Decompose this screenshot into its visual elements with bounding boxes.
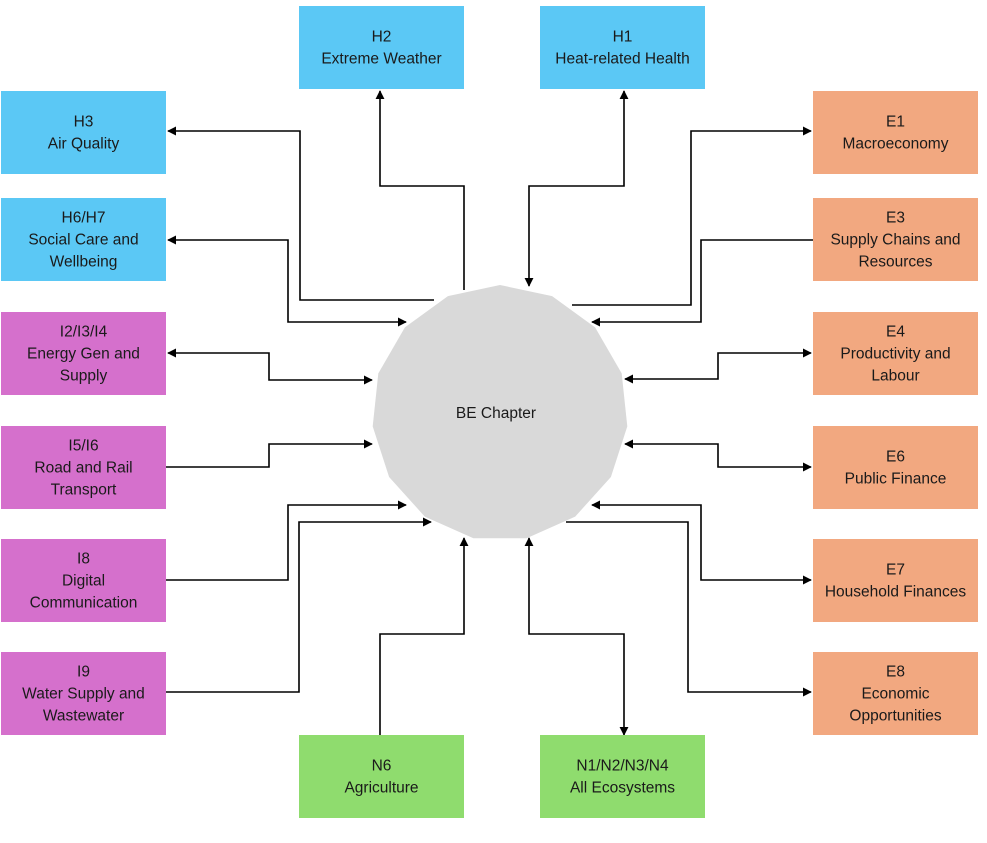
node-label-line: Extreme Weather xyxy=(321,51,441,68)
connector-e7 xyxy=(592,504,812,585)
node-label-line: Water Supply and xyxy=(22,686,145,703)
node-label-line: Resources xyxy=(858,254,932,271)
node-label-line: Public Finance xyxy=(845,471,947,488)
node-label-line: E4 xyxy=(886,324,905,341)
node-box xyxy=(1,426,166,509)
node-label-line: Macroeconomy xyxy=(843,136,949,153)
node-label-line: Air Quality xyxy=(48,136,120,153)
connector-layer xyxy=(166,90,813,736)
node-label-line: Household Finances xyxy=(825,584,967,601)
connector-i5 xyxy=(166,439,373,468)
node-label-line: H1 xyxy=(613,29,633,46)
node-label-line: H2 xyxy=(372,29,392,46)
node-label-line: I9 xyxy=(77,664,90,681)
node-label-line: H3 xyxy=(74,114,94,131)
node-box xyxy=(540,735,705,818)
connector-e6 xyxy=(625,443,812,472)
connector-i2 xyxy=(167,348,372,381)
connector-e8 xyxy=(566,521,812,697)
node-label-line: Heat-related Health xyxy=(555,51,689,68)
node-label-line: N6 xyxy=(372,758,392,775)
node-label-line: Wastewater xyxy=(43,708,124,725)
node-label-line: Economic xyxy=(861,686,929,703)
node-label-line: Opportunities xyxy=(849,708,941,725)
node-label-line: I5/I6 xyxy=(68,438,98,455)
node-label-line: Productivity and xyxy=(840,346,950,363)
connector-i2-start-arrow xyxy=(363,375,373,385)
connector-h6 xyxy=(167,235,406,323)
node-label-line: E1 xyxy=(886,114,905,131)
node-label-line: E3 xyxy=(886,210,905,227)
node-label-line: I8 xyxy=(77,551,90,568)
node-box xyxy=(1,539,166,622)
connector-h6-start-arrow xyxy=(397,317,407,327)
node-label-line: Labour xyxy=(871,368,919,385)
connector-e1 xyxy=(572,126,812,306)
node-box xyxy=(1,91,166,174)
node-label-line: All Ecosystems xyxy=(570,780,675,797)
node-box xyxy=(299,6,464,89)
node-label-line: E7 xyxy=(886,562,905,579)
node-box xyxy=(813,539,978,622)
center-polygon xyxy=(372,285,628,539)
node-label-line: E8 xyxy=(886,664,905,681)
node-label-line: Communication xyxy=(30,595,138,612)
node-label-line: N1/N2/N3/N4 xyxy=(576,758,669,775)
connector-e3 xyxy=(591,239,813,327)
node-label-line: Wellbeing xyxy=(50,254,118,271)
connector-h1-start-arrow xyxy=(524,277,534,287)
node-label-line: I2/I3/I4 xyxy=(60,324,108,341)
node-label-line: Digital xyxy=(62,573,105,590)
connector-n1-start-arrow xyxy=(524,537,534,547)
node-box xyxy=(813,652,978,735)
node-label-line: Supply xyxy=(60,368,108,385)
node-label-line: Energy Gen and xyxy=(27,346,140,363)
node-box xyxy=(813,426,978,509)
node-box xyxy=(813,198,978,281)
node-label-line: H6/H7 xyxy=(62,210,106,227)
node-box xyxy=(299,735,464,818)
node-label-line: Social Care and xyxy=(28,232,138,249)
center-label: BE Chapter xyxy=(456,405,536,422)
node-box xyxy=(1,652,166,735)
node-box xyxy=(813,91,978,174)
node-box xyxy=(1,312,166,395)
node-label-line: Road and Rail xyxy=(34,460,132,477)
node-label-line: Transport xyxy=(51,482,117,499)
connector-h2 xyxy=(375,90,465,290)
node-box xyxy=(813,312,978,395)
connector-i9 xyxy=(166,517,432,693)
node-label-line: Supply Chains and xyxy=(830,232,960,249)
node-label-line: Agriculture xyxy=(344,780,418,797)
connector-i8 xyxy=(166,500,407,581)
node-box xyxy=(540,6,705,89)
connector-h1 xyxy=(528,90,629,286)
connector-e4 xyxy=(625,348,812,380)
center-node: BE Chapter xyxy=(372,285,628,539)
node-box xyxy=(1,198,166,281)
node-label-line: E6 xyxy=(886,449,905,466)
connector-n6 xyxy=(379,537,469,735)
connector-h3 xyxy=(167,126,434,301)
connector-n1 xyxy=(528,538,629,736)
